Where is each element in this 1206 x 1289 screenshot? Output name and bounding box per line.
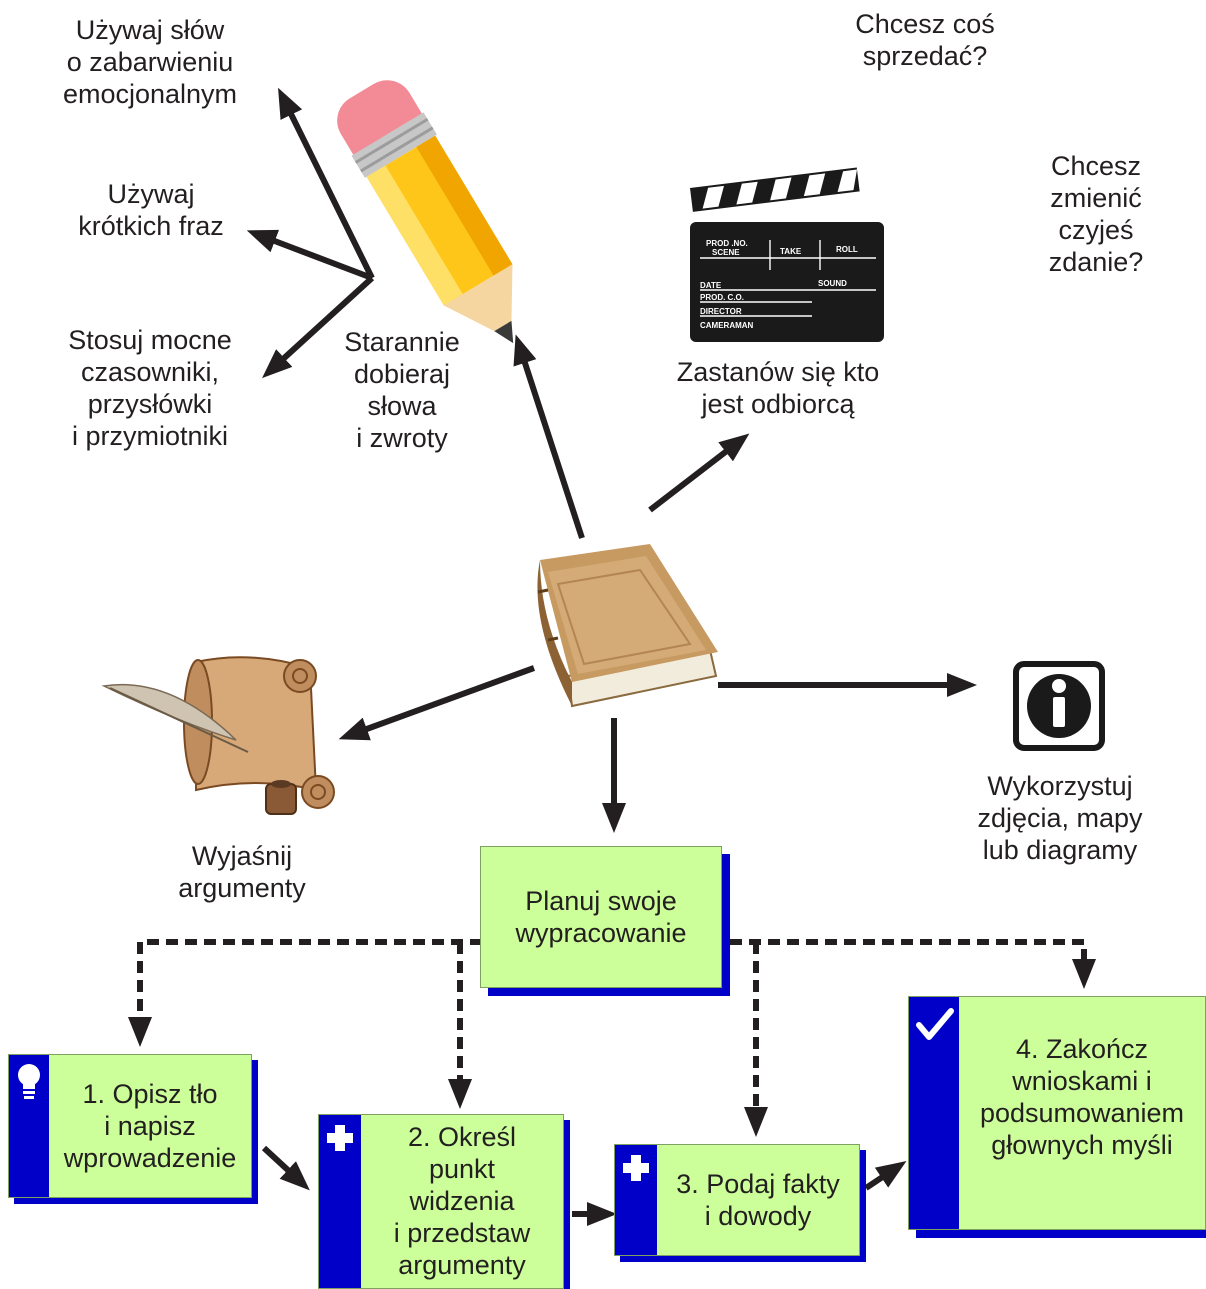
arrow-to-emotional — [278, 87, 375, 280]
lightbulb-icon — [18, 1064, 40, 1099]
dashed-branch-left — [128, 939, 482, 1047]
arrow-to-strong-words — [262, 275, 375, 379]
arrow-book-to-scroll — [338, 665, 536, 741]
clapper-label: DIRECTOR — [700, 307, 742, 316]
clapper-label: PROD. C.O. — [700, 293, 744, 302]
clapper-label: TAKE — [780, 247, 802, 256]
arrow-book-to-audience — [648, 433, 750, 513]
checkmark-icon — [916, 1008, 954, 1040]
plus-icon — [327, 1125, 353, 1151]
clapper-label: DATE — [700, 281, 722, 290]
dashed-branch-right — [730, 939, 1096, 989]
clapper-label: ROLL — [836, 245, 858, 254]
clapper-label: CAMERAMAN — [700, 321, 754, 330]
plus-icon — [623, 1155, 649, 1181]
clapper-label: SOUND — [818, 279, 847, 288]
clapper-label: SCENE — [712, 248, 740, 257]
arrow-step3-to-step4 — [864, 1161, 907, 1191]
arrow-book-to-pencil — [513, 334, 585, 539]
arrow-to-short-phrases — [246, 229, 374, 281]
arrow-step1-to-step2 — [261, 1145, 310, 1191]
clapper-label: PROD .NO. — [706, 239, 748, 248]
